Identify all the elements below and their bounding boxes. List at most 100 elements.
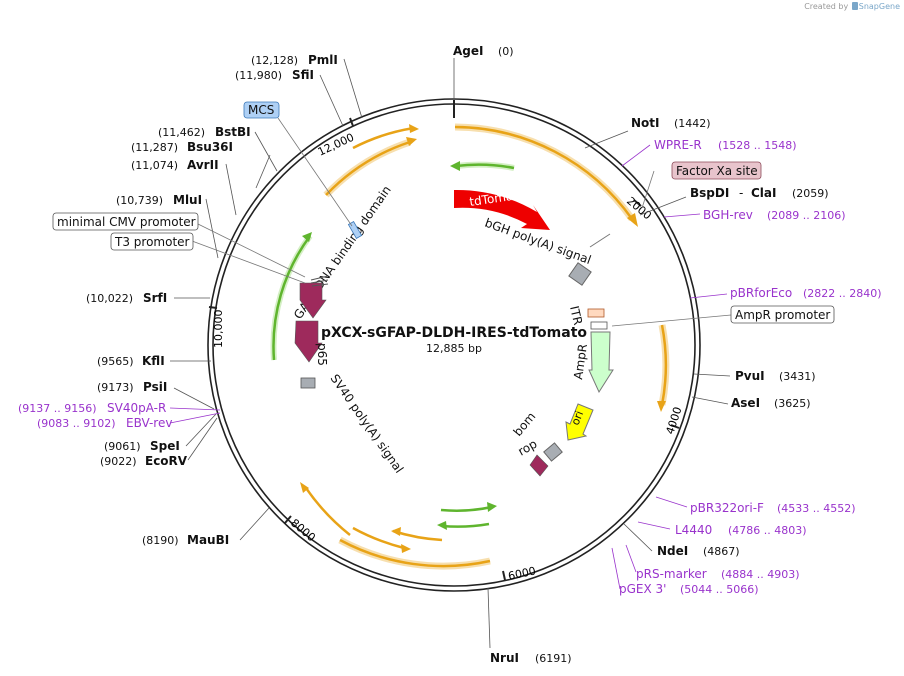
primer-name: L4440 bbox=[675, 523, 712, 537]
primer-name: pRS-marker bbox=[636, 567, 707, 581]
site-name: BstBI bbox=[215, 125, 251, 139]
site-coord: (4867) bbox=[703, 545, 740, 558]
site-coord: (12,128) bbox=[251, 54, 298, 67]
label-cmv: minimal CMV promoter bbox=[52, 212, 199, 231]
feature-arrow-p65 bbox=[294, 320, 323, 363]
site-coord: (0) bbox=[498, 45, 514, 58]
tick-4000: 4000 bbox=[663, 405, 684, 436]
feature-arrow-gal4 bbox=[299, 282, 327, 319]
plasmid-name: pXCX-sGFAP-DLDH-IRES-tdTomato bbox=[321, 325, 587, 341]
arrow-outer-upper-left-1 bbox=[325, 140, 411, 196]
site-name: SrfI bbox=[143, 291, 167, 305]
primer-range: (5044 .. 5066) bbox=[680, 583, 759, 596]
site-coord: (11,287) bbox=[131, 141, 178, 154]
primer-ebv-rev: (9083 .. 9102) EBV-rev bbox=[37, 416, 172, 430]
site-coord: (10,022) bbox=[86, 292, 133, 305]
primer-range: (9083 .. 9102) bbox=[37, 417, 116, 430]
snapgene-watermark: Created by SnapGene bbox=[804, 2, 900, 11]
tick-label-4000: 4000 bbox=[663, 405, 684, 436]
green-feature-arrows bbox=[270, 161, 515, 530]
site-name: MluI bbox=[173, 193, 202, 207]
feature-box-itr bbox=[587, 308, 605, 318]
site-name: AgeI bbox=[453, 44, 483, 58]
svg-text:Factor Xa site: Factor Xa site bbox=[676, 164, 758, 178]
arrow-outer-bottom-left bbox=[304, 487, 351, 536]
site-coord: (9061) bbox=[104, 440, 141, 453]
primer-labels: WPRE-R (1528 .. 1548) BGH-rev (2089 .. 2… bbox=[18, 138, 882, 596]
site-separator: - bbox=[739, 186, 743, 200]
tick-label-6000: 6000 bbox=[507, 564, 537, 583]
site-name: AseI bbox=[731, 396, 760, 410]
restriction-site-labels: AgeI (0) NotI (1442) BspDI - ClaI (2059)… bbox=[86, 44, 829, 665]
tick-10000: 10,000 bbox=[208, 306, 225, 349]
site-kfli: (9565) KflI bbox=[97, 354, 165, 368]
primer-range: (2822 .. 2840) bbox=[803, 287, 882, 300]
site-coord: (8190) bbox=[142, 534, 179, 547]
primer-pgex3: pGEX 3' (5044 .. 5066) bbox=[619, 582, 759, 596]
tick-label-10000: 10,000 bbox=[212, 310, 225, 349]
primer-pbrforeco: pBRforEco (2822 .. 2840) bbox=[730, 286, 882, 300]
feature-arrow-rop bbox=[529, 454, 549, 477]
arrow-outer-right bbox=[660, 324, 668, 406]
site-pmli: (12,128) PmlI bbox=[251, 53, 338, 67]
site-avrii: (11,074) AvrII bbox=[131, 158, 219, 172]
site-coord: (9173) bbox=[97, 381, 134, 394]
tick-8000: 8000 bbox=[284, 515, 318, 544]
primer-pbr322ori-f: pBR322ori-F (4533 .. 4552) bbox=[690, 501, 856, 515]
site-coord: (6191) bbox=[535, 652, 572, 665]
site-leaders bbox=[170, 58, 731, 649]
feature-label-rop: rop bbox=[516, 437, 540, 459]
site-bsu36i: (11,287) Bsu36I bbox=[131, 140, 233, 154]
primer-range: (4786 .. 4803) bbox=[728, 524, 807, 537]
feature-label-sv40: SV40 poly(A) signal bbox=[328, 372, 407, 476]
site-name: SfiI bbox=[292, 68, 314, 82]
site-coord: (3625) bbox=[774, 397, 811, 410]
site-bstbi: (11,462) BstBI bbox=[158, 125, 251, 139]
feature-label-p65: p65 bbox=[315, 343, 329, 366]
boxed-feature-labels: MCS Factor Xa site AmpR promoter minimal… bbox=[52, 101, 835, 324]
svg-text:MCS: MCS bbox=[248, 103, 274, 117]
site-name: BspDI bbox=[690, 186, 729, 200]
site-name: PmlI bbox=[308, 53, 338, 67]
feature-leaders bbox=[191, 117, 732, 327]
arrow-green-bottom-1 bbox=[440, 505, 493, 512]
label-ampr-promoter: AmpR promoter bbox=[730, 305, 835, 324]
label-mcs: MCS bbox=[243, 101, 280, 119]
site-name-2: ClaI bbox=[751, 186, 776, 200]
leader-bgh bbox=[589, 233, 611, 248]
site-coord: (9022) bbox=[100, 455, 137, 468]
site-mlui: (10,739) MluI bbox=[116, 193, 202, 207]
primer-prs-marker: pRS-marker (4884 .. 4903) bbox=[636, 567, 800, 581]
site-name: MauBI bbox=[187, 533, 229, 547]
primer-name: pBR322ori-F bbox=[690, 501, 764, 515]
arrow-green-bottom-2 bbox=[441, 522, 490, 528]
site-coord: (9565) bbox=[97, 355, 134, 368]
primer-name: WPRE-R bbox=[654, 138, 702, 152]
site-coord: (11,074) bbox=[131, 159, 178, 172]
arrow-green-left bbox=[272, 235, 312, 361]
arrow-outer-top bbox=[454, 125, 634, 220]
primer-wpre-r: WPRE-R (1528 .. 1548) bbox=[654, 138, 797, 152]
primer-name: pBRforEco bbox=[730, 286, 792, 300]
site-ecorv: (9022) EcoRV bbox=[100, 454, 188, 468]
site-coord: (11,980) bbox=[235, 69, 282, 82]
snapgene-logo-icon bbox=[851, 2, 858, 10]
primer-range: (9137 .. 9156) bbox=[18, 402, 97, 415]
site-srfi: (10,022) SrfI bbox=[86, 291, 167, 305]
site-coord: (1442) bbox=[674, 117, 711, 130]
feature-label-bom: bom bbox=[511, 410, 539, 439]
svg-text:minimal CMV promoter: minimal CMV promoter bbox=[57, 215, 196, 229]
primer-name: BGH-rev bbox=[703, 208, 753, 222]
arrow-head-outer-top bbox=[627, 213, 638, 227]
site-coord: (3431) bbox=[779, 370, 816, 383]
site-spei: (9061) SpeI bbox=[104, 439, 180, 453]
feature-box-sv40 bbox=[300, 377, 316, 389]
site-name: KflI bbox=[142, 354, 165, 368]
watermark-brand: SnapGene bbox=[858, 2, 900, 11]
feature-box-bgh bbox=[568, 262, 592, 286]
svg-text:T3 promoter: T3 promoter bbox=[114, 235, 190, 249]
site-psii: (9173) PsiI bbox=[97, 380, 167, 394]
site-name: PsiI bbox=[143, 380, 167, 394]
primer-range: (2089 .. 2106) bbox=[767, 209, 846, 222]
site-name: EcoRV bbox=[145, 454, 188, 468]
